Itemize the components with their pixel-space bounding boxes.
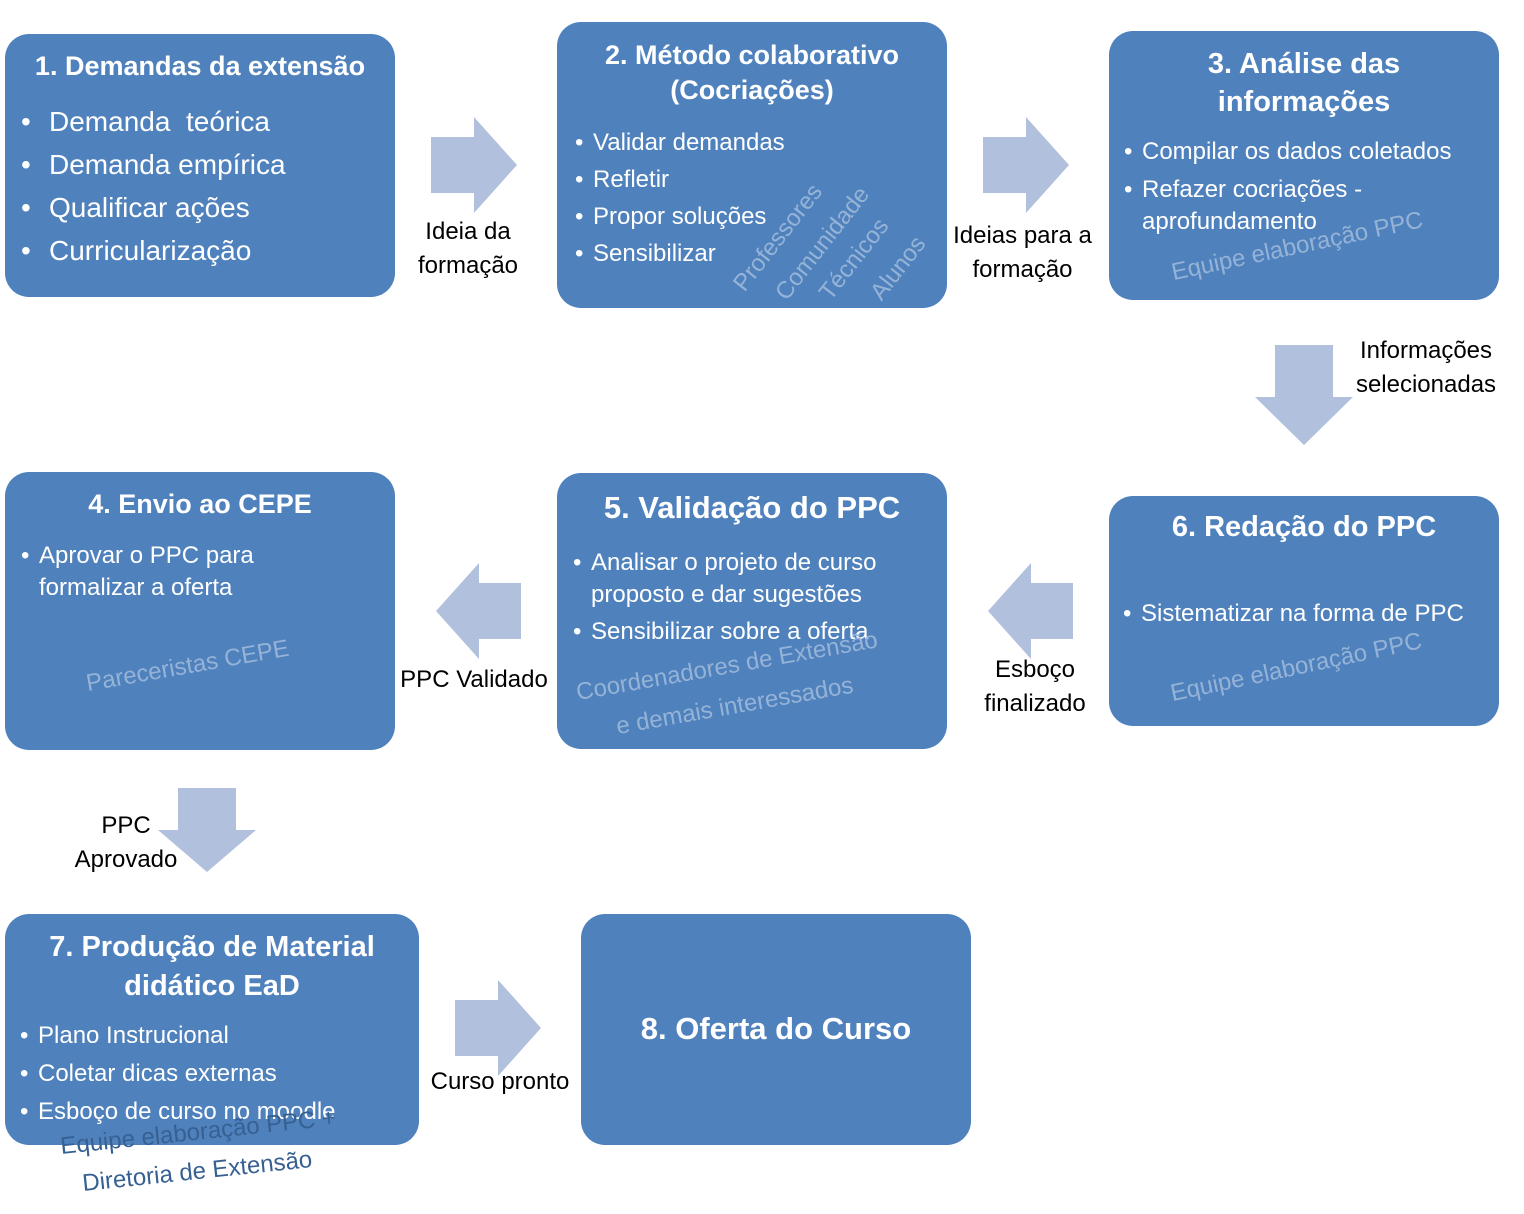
arrow-left-icon	[988, 563, 1073, 659]
step-3-box: 3. Análise das informações Compilar os d…	[1109, 31, 1499, 300]
arrow-right-icon	[431, 117, 517, 213]
connector-label-line: Curso pronto	[430, 1068, 570, 1095]
step-2-box: 2. Método colaborativo (Cocriações) Vali…	[557, 22, 947, 308]
arrow-right-icon	[983, 117, 1069, 213]
connector-label: PPC Validado	[395, 663, 553, 697]
step-2-title-line: 2. Método colaborativo	[604, 40, 900, 70]
step-2-list: Validar demandas Refletir Propor soluçõe…	[575, 124, 785, 272]
step-4-box: 4. Envio ao CEPE Aprovar o PPC para form…	[5, 472, 395, 750]
connector-label: Ideia da formação	[403, 215, 533, 283]
step-3-list: Compilar os dados coletados Refazer cocr…	[1124, 136, 1492, 238]
connector-label: Esboço finalizado	[970, 653, 1100, 721]
list-item: Curricularização	[21, 229, 286, 272]
step-6-list: Sistematizar na forma de PPC	[1123, 598, 1471, 630]
connector-label-line: Esboço	[994, 656, 1076, 683]
list-item: Aprovar o PPC para formalizar a oferta	[21, 540, 339, 604]
step-8-title: 8. Oferta do Curso	[640, 1011, 912, 1046]
step-3-title: 3. Análise das informações	[1109, 45, 1499, 121]
connector-label: Curso pronto	[420, 1065, 580, 1099]
connector-label-line: finalizado	[984, 690, 1086, 717]
list-item: Esboço de curso no moodle	[20, 1093, 335, 1131]
step-1-title: 1. Demandas da extensão	[34, 51, 366, 81]
step-7-title-line: didático EaD	[124, 970, 300, 1002]
step-6-box: 6. Redação do PPC Sistematizar na forma …	[1109, 496, 1499, 726]
list-item: Compilar os dados coletados	[1124, 136, 1492, 168]
arrow-down-icon	[158, 788, 256, 872]
arrow-down-icon	[1255, 345, 1353, 445]
step-4-list: Aprovar o PPC para formalizar a oferta	[21, 540, 339, 604]
step-1-list: Demanda teórica Demanda empírica Qualifi…	[21, 100, 286, 272]
list-item: Sensibilizar	[575, 235, 785, 272]
connector-label: Ideias para a formação	[945, 219, 1100, 287]
list-item: Sistematizar na forma de PPC	[1123, 598, 1471, 630]
step-7-title: 7. Produção de Material didático EaD	[5, 928, 419, 1006]
connector-label-line: PPC	[101, 812, 151, 839]
connector-label: Informações selecionadas	[1345, 334, 1507, 402]
step-2-title-line: (Cocriações)	[670, 75, 834, 105]
connector-label-line: Ideias para a	[953, 222, 1092, 249]
step-3-title-line: 3. Análise das	[1207, 48, 1401, 80]
list-item: Demanda empírica	[21, 143, 286, 186]
step-3-title-line: informações	[1217, 86, 1391, 118]
step-1-box: 1. Demandas da extensão Demanda teórica …	[5, 34, 395, 297]
step-2-title: 2. Método colaborativo (Cocriações)	[557, 38, 947, 108]
list-item: Validar demandas	[575, 124, 785, 161]
role-label: Pareceristas CEPE	[84, 634, 292, 698]
list-item: Refletir	[575, 161, 785, 198]
connector-label-line: Ideia da	[425, 218, 511, 245]
step-5-list: Analisar o projeto de curso proposto e d…	[573, 547, 931, 648]
list-item: Coletar dicas externas	[20, 1055, 336, 1093]
connector-label-line: selecionadas	[1355, 371, 1497, 398]
list-item: Refazer cocriações - aprofundamento	[1124, 174, 1392, 238]
list-item: Sensibilizar sobre a oferta	[573, 616, 931, 648]
step-7-title-line: 7. Produção de Material	[49, 931, 375, 963]
connector-label: PPC Aprovado	[60, 809, 192, 877]
step-4-title: 4. Envio ao CEPE	[88, 489, 312, 519]
list-item: Demanda teórica	[21, 100, 286, 143]
connector-label-line: formação	[417, 252, 519, 279]
step-6-title: 6. Redação do PPC	[1171, 511, 1437, 543]
role-label: Equipe elaboração PPC	[1168, 627, 1425, 708]
connector-label-line: Aprovado	[74, 846, 178, 873]
arrow-left-icon	[436, 563, 521, 659]
connector-label-line: Informações	[1359, 337, 1493, 364]
arrow-right-icon	[455, 980, 541, 1076]
connector-label-line: PPC Validado	[400, 666, 548, 693]
list-item: Qualificar ações	[21, 186, 286, 229]
step-5-title: 5. Validação do PPC	[603, 490, 901, 525]
step-7-list: Plano Instrucional Coletar dicas externa…	[20, 1017, 336, 1131]
list-item: Plano Instrucional	[20, 1017, 336, 1055]
connector-label-line: formação	[972, 256, 1073, 283]
step-5-box: 5. Validação do PPC Analisar o projeto d…	[557, 473, 947, 749]
list-item: Analisar o projeto de curso proposto e d…	[573, 547, 931, 611]
list-item: Propor soluções	[575, 198, 785, 235]
step-7-box: 7. Produção de Material didático EaD Pla…	[5, 914, 419, 1145]
step-8-box: 8. Oferta do Curso	[581, 914, 971, 1145]
